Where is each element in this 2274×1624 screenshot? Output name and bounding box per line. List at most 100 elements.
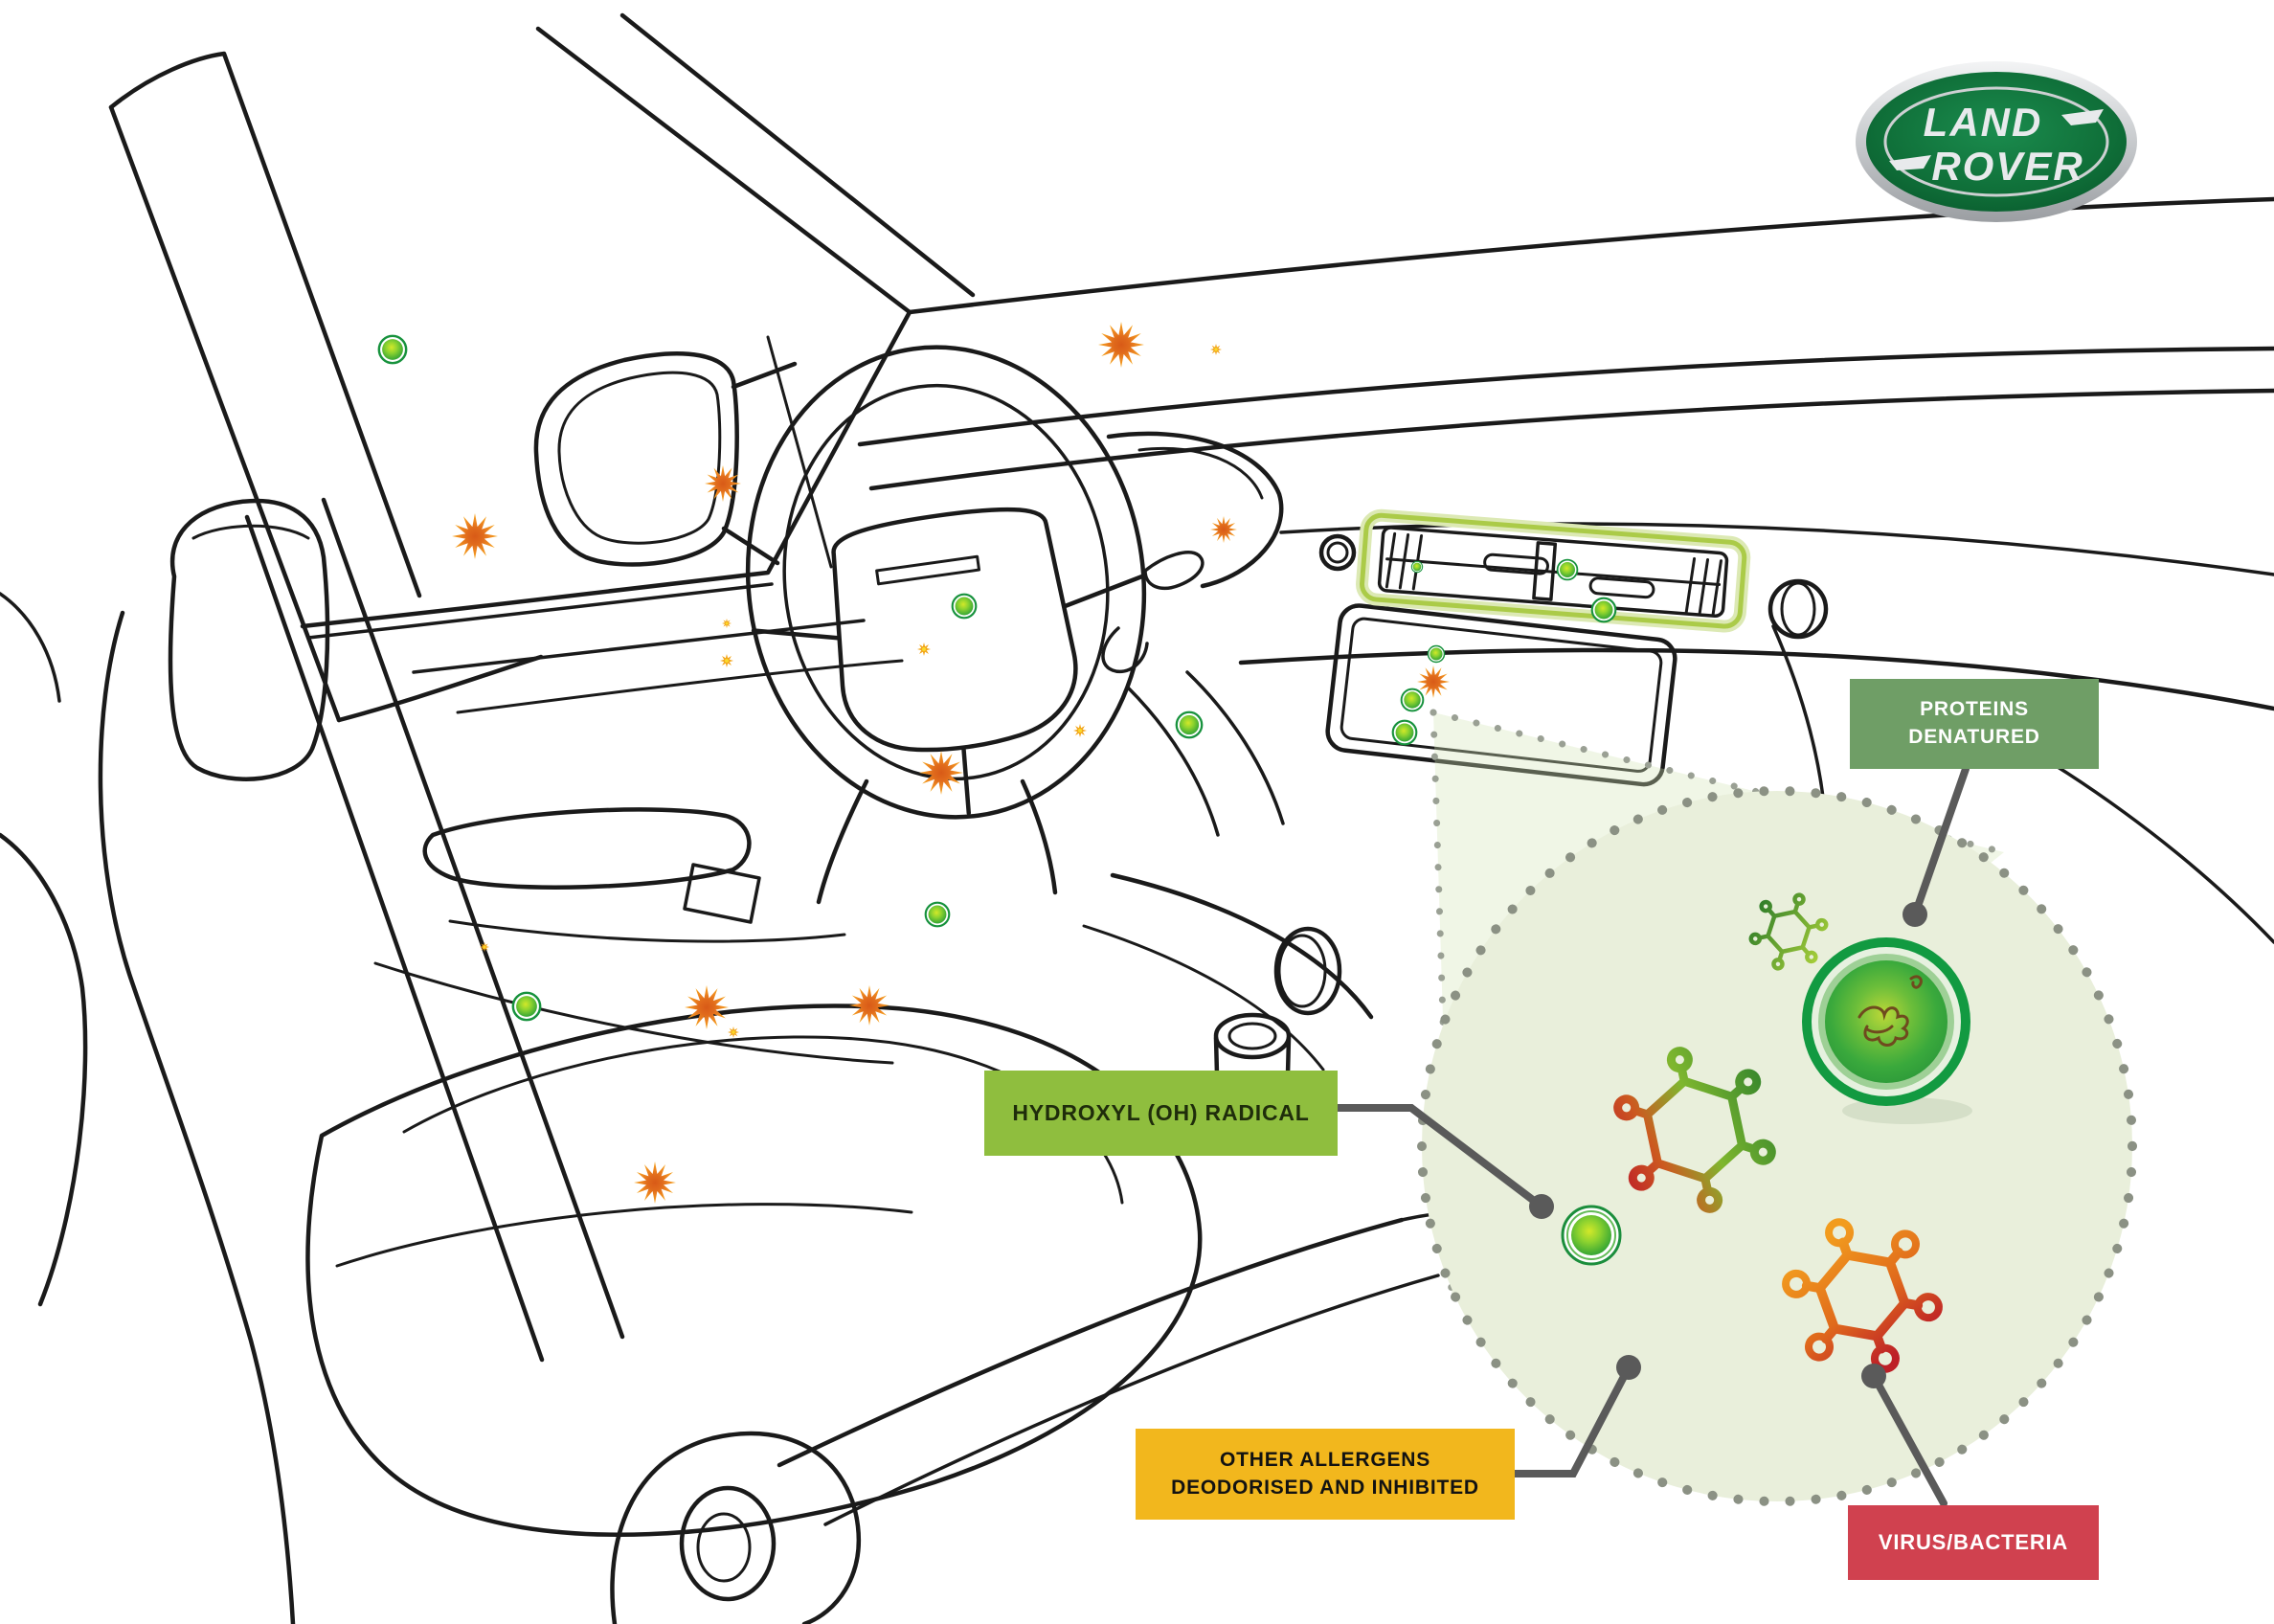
proteins-connector-dot — [1903, 902, 1927, 927]
tiny-allergen-star-icon — [917, 643, 931, 656]
car-line — [831, 507, 1078, 753]
hydroxyl-label-text: HYDROXYL (OH) RADICAL — [1012, 1099, 1310, 1125]
car-line — [456, 659, 904, 714]
allergen-burst-icon — [452, 513, 498, 559]
tiny-allergen-star-icon — [1210, 344, 1222, 355]
car-line — [1213, 1012, 1292, 1060]
logo-text-rover: ROVER — [1931, 144, 2083, 189]
other-allergens-label: OTHER ALLERGENS DEODORISED AND INHIBITED — [1136, 1429, 1515, 1520]
car-line — [1106, 431, 1284, 589]
allergens-label-line2: DEODORISED AND INHIBITED — [1171, 1476, 1479, 1499]
hydroxyl-radical-particle-icon — [1390, 718, 1419, 747]
dash-knob — [1780, 581, 1816, 637]
car-line — [336, 654, 544, 723]
car-line — [300, 309, 912, 629]
car-line — [244, 514, 545, 1363]
land-rover-logo: LAND ROVER — [1856, 61, 2137, 222]
car-line — [1110, 872, 1374, 1020]
proteins-label-line1: PROTEINS — [1920, 698, 2029, 721]
car-line — [0, 592, 61, 703]
car-line — [373, 961, 894, 1065]
allergen-burst-icon — [849, 985, 889, 1026]
tiny-allergen-star-icon — [1073, 724, 1087, 737]
tiny-allergen-star-icon — [480, 942, 489, 952]
car-line — [857, 346, 2274, 447]
vent-divider — [1532, 541, 1558, 601]
car-line — [868, 388, 2274, 491]
logo-green-oval — [1866, 72, 2127, 212]
denatured-virus-icon — [1748, 892, 1829, 971]
virus-bacteria-icon — [1782, 1218, 1943, 1373]
car-line — [1126, 686, 1220, 837]
car-line — [108, 104, 342, 723]
car-line — [1137, 446, 1264, 500]
logo-text-land: LAND — [1924, 100, 2043, 145]
allergen-burst-icon — [1210, 516, 1237, 543]
hydroxyl-radical-particle-icon — [1556, 558, 1579, 581]
logo-dash-right — [2061, 109, 2104, 125]
hydroxyl-connector — [1334, 1104, 1545, 1210]
dash-knob — [1318, 533, 1357, 572]
touchscreen — [1325, 603, 1677, 787]
car-line — [321, 497, 625, 1340]
proteins-label-line2: DENATURED — [1908, 726, 2040, 748]
allergen-burst-icon — [685, 985, 729, 1029]
dash-knob — [1326, 541, 1349, 564]
degrading-virus-icon — [1613, 1047, 1776, 1213]
car-line — [191, 524, 310, 540]
side-mirror — [533, 335, 833, 569]
hydroxyl-radical-large-icon — [1561, 1205, 1622, 1266]
door-handle — [683, 863, 761, 924]
car-line — [823, 1274, 1440, 1526]
cell-body — [1825, 960, 1948, 1083]
car-line — [1082, 924, 1325, 1071]
allergen-burst-icon — [1417, 665, 1450, 698]
car-line — [679, 1485, 777, 1602]
car-line — [1279, 522, 2274, 576]
door-armrest — [422, 807, 752, 890]
virus-connector — [1870, 1372, 1948, 1507]
car-line — [335, 1203, 913, 1268]
hydroxyl-radical-particle-icon — [1400, 688, 1425, 712]
vent-green-outline — [1360, 512, 1747, 629]
car-line — [1227, 1022, 1277, 1050]
seat-headrest — [168, 498, 330, 781]
hydroxyl-radical-particle-icon — [950, 592, 979, 620]
car-line — [907, 196, 2274, 315]
car-line — [412, 619, 866, 674]
proteins-connector — [1911, 765, 1970, 918]
steering-wheel — [745, 345, 1147, 820]
car-line — [816, 778, 1058, 905]
car-line — [448, 919, 846, 943]
car-line — [533, 351, 739, 567]
virus-label-text: VIRUS/BACTERIA — [1878, 1529, 2069, 1554]
car-line — [766, 335, 833, 569]
allergen-burst-icon — [634, 1162, 676, 1204]
proteins-denatured-cell-icon — [1802, 937, 1972, 1124]
allergen-burst-icon — [1098, 322, 1144, 368]
car-line — [306, 582, 774, 640]
car-line — [777, 1217, 1405, 1468]
hydroxyl-radical-particle-icon — [1427, 644, 1446, 664]
virus-connector-dot — [1861, 1364, 1886, 1388]
vent-slider — [1483, 553, 1549, 575]
car-line — [1340, 617, 1663, 773]
denatured-protein-squiggles — [1857, 975, 1923, 1047]
vent-frame — [1377, 526, 1729, 619]
magnifier-circle — [1417, 786, 2137, 1506]
car-interior-line-art — [0, 12, 2274, 1624]
hydroxyl-radical-label: HYDROXYL (OH) RADICAL — [984, 1071, 1338, 1156]
vent-end-slats — [1684, 556, 1722, 616]
seat-cushion — [305, 1004, 1203, 1537]
tiny-allergen-star-icon — [722, 619, 732, 628]
start-button-ring — [1273, 926, 1342, 1016]
car-line — [875, 554, 981, 586]
tiny-allergen-star-icon — [728, 1026, 739, 1038]
hydroxyl-radical-particle-icon — [376, 333, 409, 366]
car-line — [1101, 626, 1149, 674]
allergens-connector-dot — [1616, 1355, 1641, 1380]
car-line — [1143, 551, 1205, 591]
hydroxyl-radical-particle-icon — [510, 990, 543, 1023]
allergens-connector — [1511, 1364, 1632, 1477]
